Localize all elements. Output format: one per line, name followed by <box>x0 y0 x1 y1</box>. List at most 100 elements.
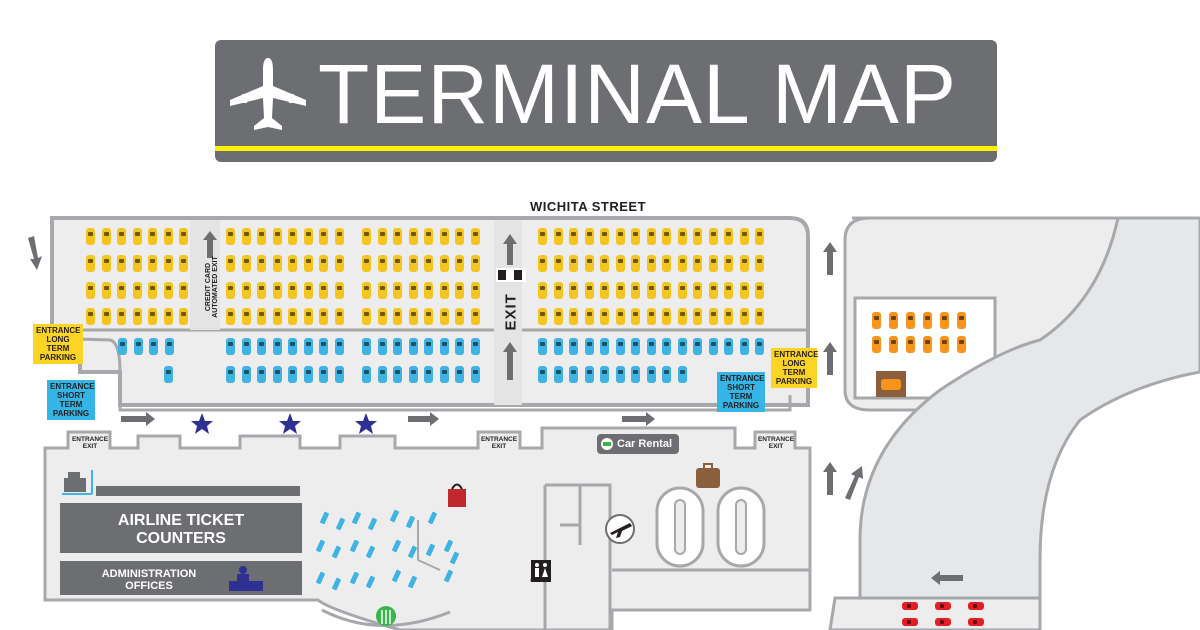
long-term-space <box>631 255 640 272</box>
long-term-space <box>615 282 625 299</box>
short-term-space <box>662 366 671 383</box>
seat <box>349 539 360 553</box>
long-term-space <box>408 255 418 272</box>
long-term-space <box>101 255 111 272</box>
long-term-space <box>662 228 671 245</box>
desk-person-icon <box>229 566 263 591</box>
long-term-space <box>424 228 433 245</box>
short-term-space <box>241 366 251 383</box>
short-term-space <box>439 338 449 355</box>
long-term-space <box>226 228 235 245</box>
long-term-space <box>86 228 95 245</box>
short-term-space <box>600 338 609 355</box>
long-term-space <box>303 282 313 299</box>
long-term-space <box>86 308 95 325</box>
long-term-space <box>739 282 749 299</box>
employee-space <box>902 602 918 610</box>
rental-space <box>923 312 932 329</box>
long-term-space <box>600 228 609 245</box>
entrance-short-term-right: ENTRANCE SHORT TERM PARKING <box>717 372 765 412</box>
title-banner <box>215 40 997 162</box>
long-term-space <box>303 255 313 272</box>
long-term-space <box>677 308 687 325</box>
short-term-space <box>569 338 578 355</box>
long-term-space <box>600 282 609 299</box>
long-term-space <box>163 255 173 272</box>
seat <box>405 515 416 529</box>
long-term-space <box>424 282 433 299</box>
short-term-space <box>377 366 387 383</box>
seat <box>407 575 418 589</box>
star-icon <box>355 413 377 434</box>
short-term-space <box>553 366 563 383</box>
entrance-long-term-right: ENTRANCE LONG TERM PARKING <box>771 348 818 388</box>
long-term-space <box>257 282 266 299</box>
long-term-space <box>132 228 142 245</box>
short-term-space <box>739 338 749 355</box>
rental-space <box>872 336 881 353</box>
long-term-space <box>377 228 387 245</box>
seat <box>319 511 330 525</box>
long-term-space <box>708 308 718 325</box>
short-term-space <box>303 338 313 355</box>
long-term-space <box>553 255 563 272</box>
short-term-space <box>408 338 418 355</box>
short-term-space <box>164 338 174 355</box>
short-term-space <box>553 338 563 355</box>
long-term-space <box>724 308 733 325</box>
employee-space <box>968 602 984 610</box>
car-rental-icon <box>603 442 611 446</box>
long-term-space <box>117 308 126 325</box>
long-term-space <box>288 228 297 245</box>
long-term-space <box>393 308 402 325</box>
long-term-space <box>693 282 702 299</box>
long-term-space <box>631 308 640 325</box>
long-term-space <box>257 228 266 245</box>
short-term-space <box>118 338 127 355</box>
long-term-space <box>724 282 733 299</box>
seat <box>391 539 402 553</box>
seat <box>391 569 402 583</box>
long-term-space <box>377 255 387 272</box>
long-term-space <box>646 255 656 272</box>
long-term-space <box>724 228 733 245</box>
baggage-icon <box>696 468 720 488</box>
long-term-space <box>584 255 594 272</box>
long-term-space <box>470 282 480 299</box>
rental-space <box>923 336 932 353</box>
short-term-space <box>334 366 344 383</box>
short-term-space <box>272 366 282 383</box>
star-icons <box>191 413 377 434</box>
long-term-space <box>569 255 578 272</box>
short-term-space <box>164 366 173 383</box>
long-term-space <box>739 308 749 325</box>
short-term-space <box>662 338 671 355</box>
short-term-space <box>424 366 433 383</box>
long-term-space <box>132 255 142 272</box>
long-term-space <box>86 255 95 272</box>
seat <box>331 577 342 591</box>
long-term-space <box>553 282 563 299</box>
short-term-space <box>708 338 718 355</box>
long-term-space <box>179 308 188 325</box>
rental-space <box>906 312 915 329</box>
long-term-space <box>538 282 547 299</box>
short-term-space <box>424 338 433 355</box>
long-term-space <box>132 282 142 299</box>
short-term-space <box>439 366 449 383</box>
long-term-space <box>600 255 609 272</box>
long-term-space <box>226 308 235 325</box>
long-term-space <box>693 308 702 325</box>
long-term-space <box>439 255 449 272</box>
long-term-space <box>148 255 157 272</box>
long-term-space <box>470 308 480 325</box>
long-term-space <box>708 282 718 299</box>
short-term-space <box>631 366 640 383</box>
short-term-space <box>393 366 402 383</box>
long-term-space <box>393 228 402 245</box>
long-term-space <box>334 282 344 299</box>
seat <box>315 539 326 553</box>
short-term-space <box>677 366 687 383</box>
